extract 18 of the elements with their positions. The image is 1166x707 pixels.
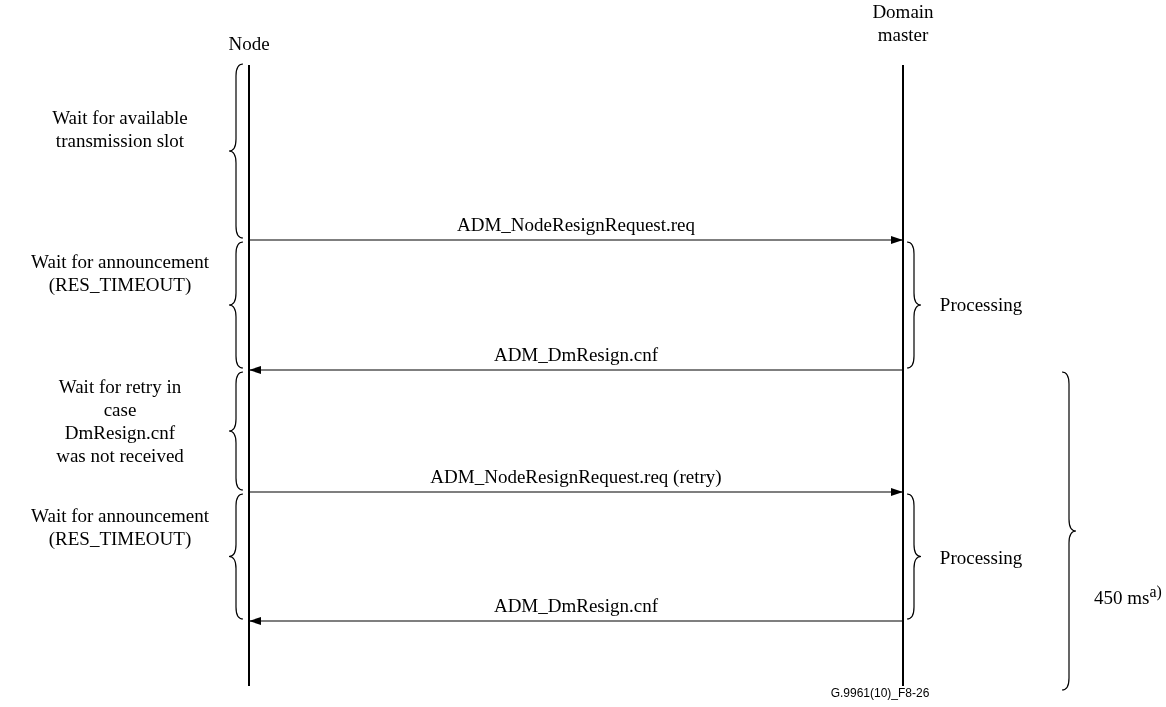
- interval-label: Wait for announcement (RES_TIMEOUT): [30, 250, 210, 296]
- interval-label: Processing: [938, 546, 1024, 569]
- message-label: ADM_DmResign.cnf: [492, 594, 660, 617]
- lifeline-header: Domain master: [871, 0, 935, 46]
- figure-id: G.9961(10)_F8-26: [829, 685, 931, 702]
- message-label: ADM_NodeResignRequest.req (retry): [429, 465, 723, 488]
- message-arrow: [248, 236, 904, 244]
- interval-label: Processing: [938, 293, 1024, 316]
- message-label: ADM_DmResign.cnf: [492, 343, 660, 366]
- message-arrow: [248, 488, 904, 496]
- lifeline-header: Node: [227, 32, 271, 55]
- interval-label: Wait for announcement (RES_TIMEOUT): [30, 504, 210, 550]
- message-arrow: [248, 366, 904, 374]
- message-arrow: [248, 617, 904, 625]
- interval-label: Wait for retry in case DmResign.cnf was not received: [55, 375, 185, 467]
- message-label: ADM_NodeResignRequest.req: [456, 213, 696, 236]
- interval-label: Wait for available transmission slot: [51, 106, 189, 152]
- duration-label: 450 ms$^{a)}$: [1094, 582, 1163, 610]
